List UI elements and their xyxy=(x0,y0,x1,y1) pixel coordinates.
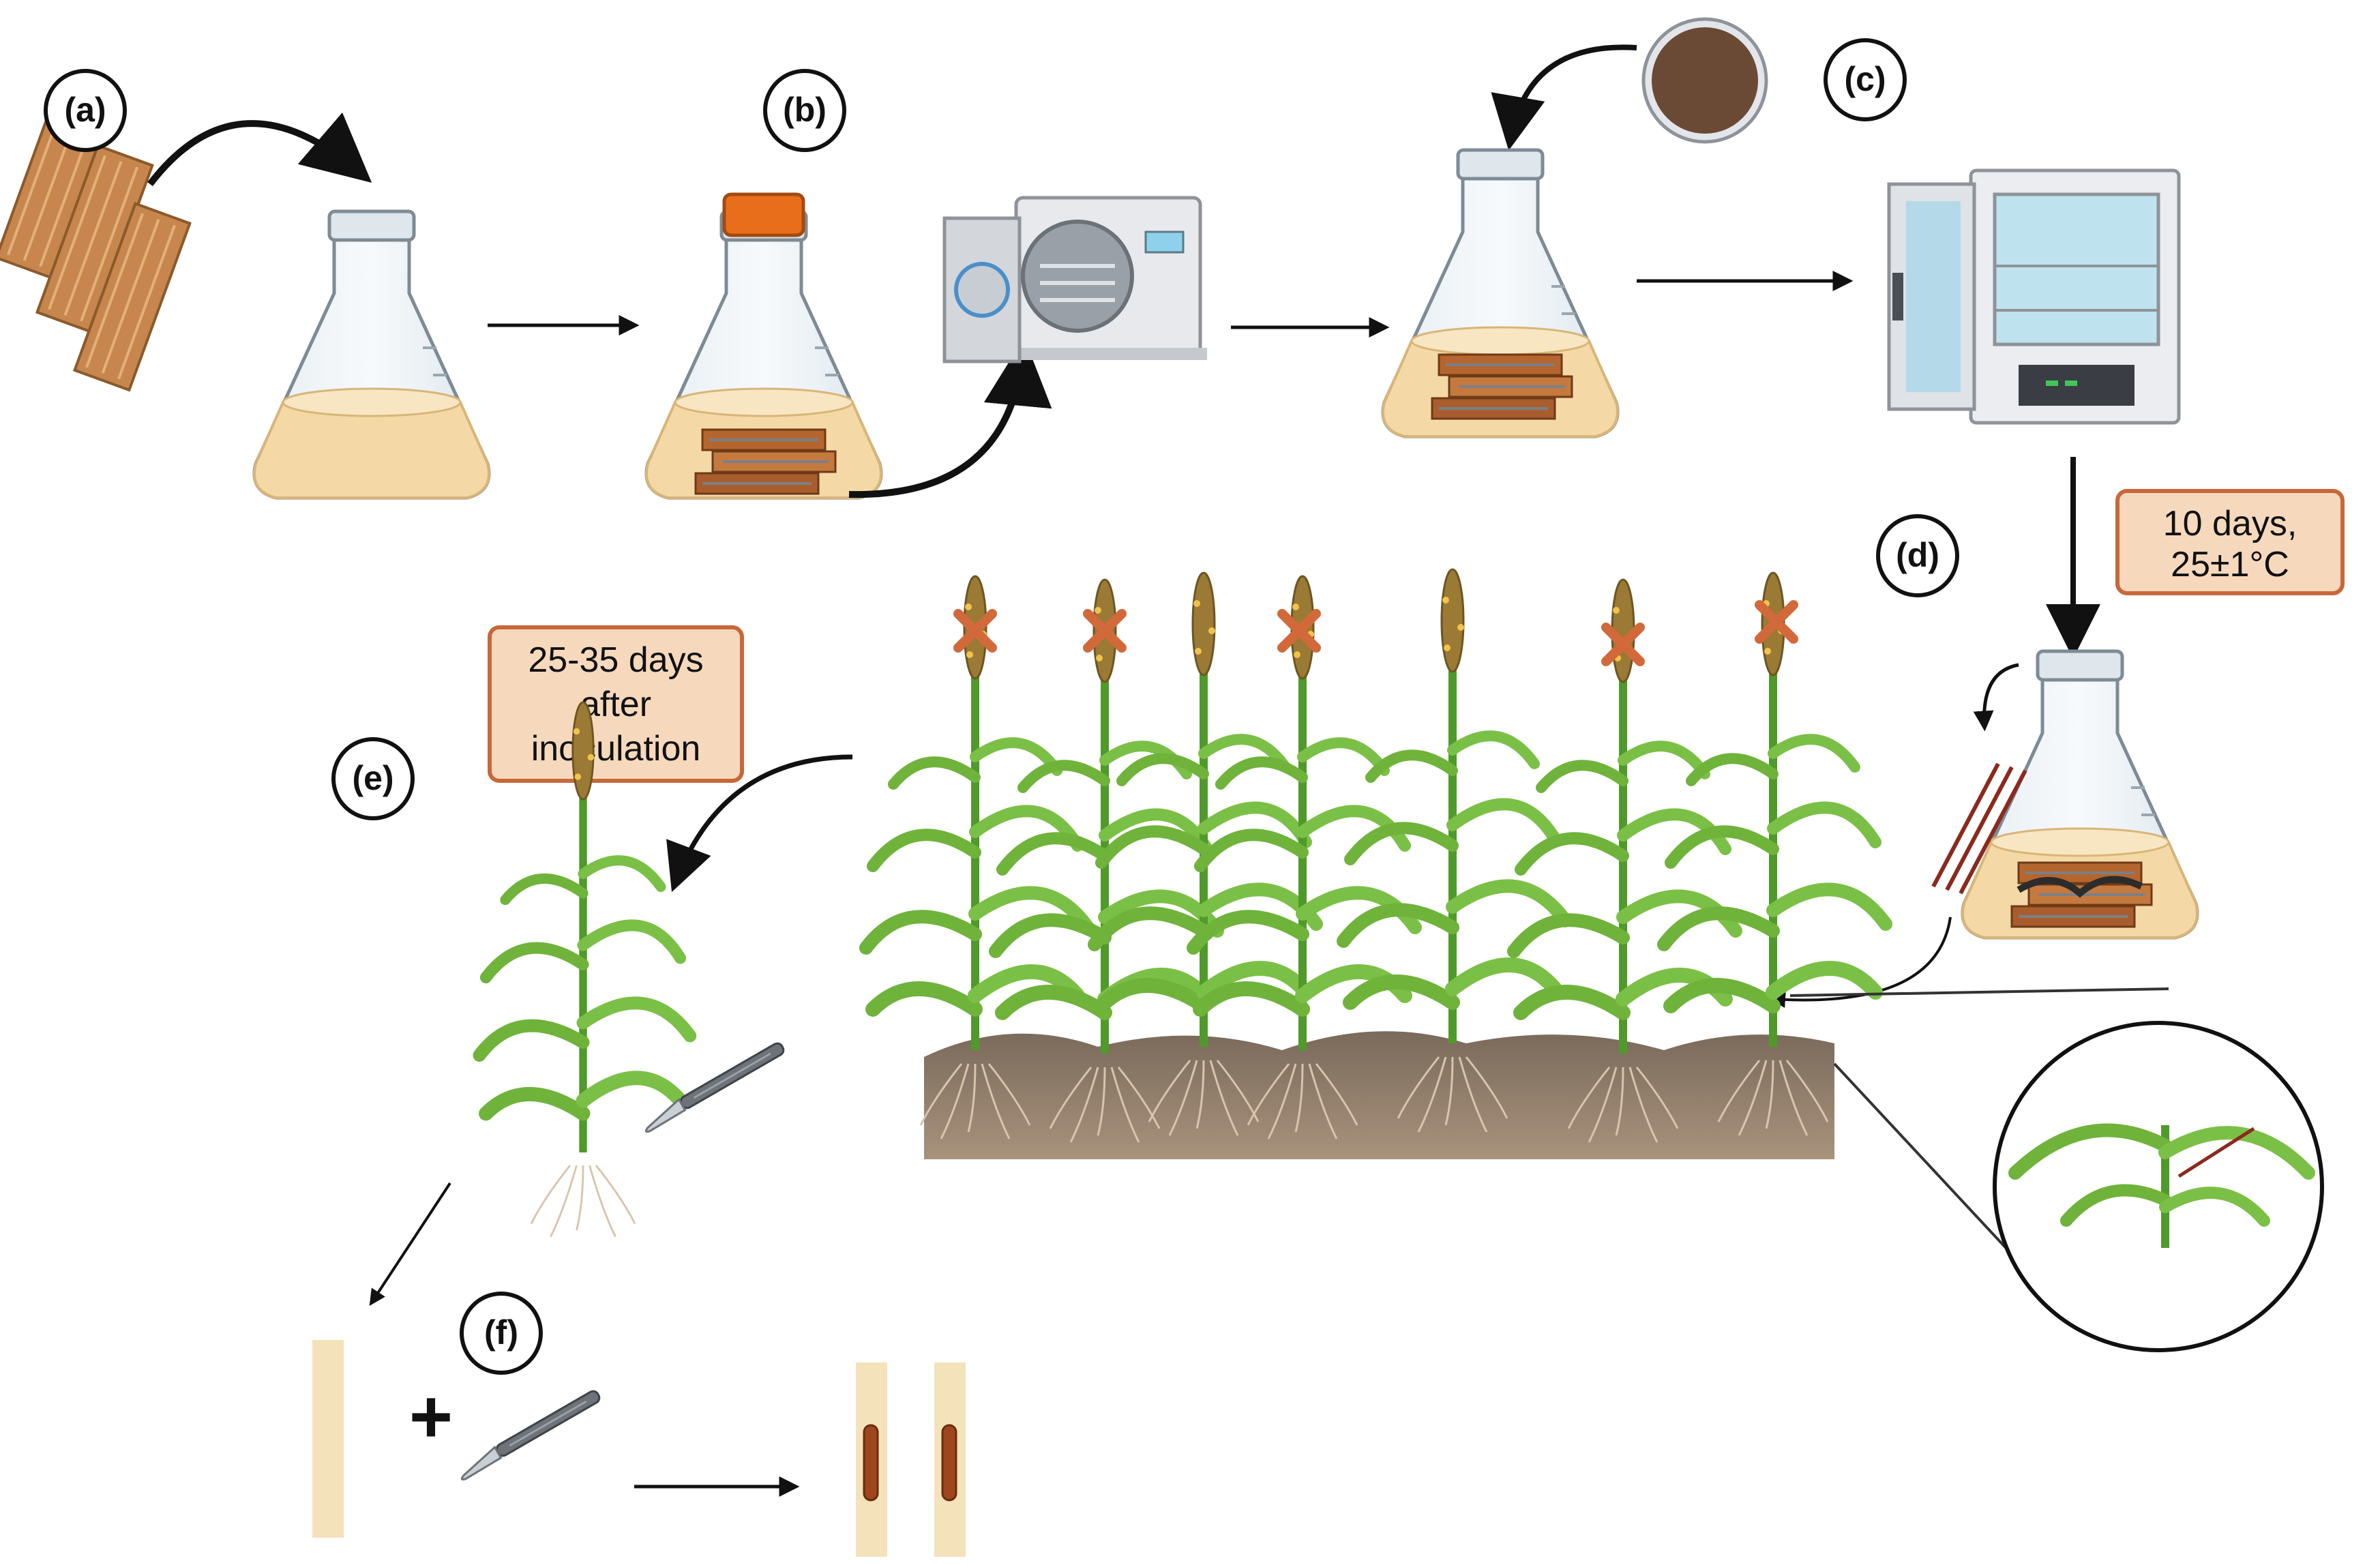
arrow-to-autoclave xyxy=(848,338,1052,498)
scalpel-icon-f xyxy=(455,1388,603,1482)
svg-text:(e): (e) xyxy=(352,759,393,797)
stalk-section-icon xyxy=(312,1340,344,1538)
zoom-line-top xyxy=(1789,987,2169,997)
arrow-toothpick-out xyxy=(1973,663,2019,732)
split-stalk-icon xyxy=(856,1362,966,1557)
svg-text:(b): (b) xyxy=(783,91,827,129)
petri-dish-icon xyxy=(1641,17,1768,144)
svg-text:25±1°C: 25±1°C xyxy=(2171,545,2289,584)
svg-text:(d): (d) xyxy=(1896,536,1939,574)
arrow-field-to-plant xyxy=(666,754,853,893)
sorghum-field xyxy=(866,569,1886,1159)
step-label-c: (c) xyxy=(1824,38,1907,121)
svg-text:25-35 days: 25-35 days xyxy=(528,640,703,680)
flask-colonized-icon xyxy=(1963,651,2197,938)
step-label-f: (f) xyxy=(460,1292,543,1375)
svg-text:inoculation: inoculation xyxy=(531,729,701,769)
step-label-d: (d) xyxy=(1876,514,1959,597)
incubator-icon xyxy=(1887,168,2181,425)
svg-text:10 days,: 10 days, xyxy=(2163,504,2297,543)
harvest-note: 25-35 days after inoculation xyxy=(488,625,744,783)
arrow-a-to-flask xyxy=(147,112,372,187)
magnifier-inset-icon xyxy=(1993,1021,2324,1352)
plus-sign: + xyxy=(409,1375,453,1459)
arrow-toothpick-to-field xyxy=(1769,916,1952,1009)
zoom-line-bottom xyxy=(1833,1062,2020,1263)
toothpick-bundle-icon xyxy=(0,89,192,392)
step-label-a: (a) xyxy=(44,69,127,152)
inoculated-toothpicks-icon xyxy=(1931,762,2027,895)
svg-text:(c): (c) xyxy=(1844,60,1886,98)
flask-capped-icon xyxy=(646,192,881,498)
flask-inoculated-icon xyxy=(1383,150,1618,436)
excluded-plant-marks xyxy=(958,605,1794,661)
step-label-b: (b) xyxy=(763,69,846,152)
svg-text:(f): (f) xyxy=(484,1313,518,1352)
svg-text:(a): (a) xyxy=(64,91,106,129)
step-label-e: (e) xyxy=(331,737,415,820)
flask-medium-icon xyxy=(254,211,489,498)
arrow-plant-to-stalk xyxy=(369,1182,451,1307)
incubation-note: 10 days, 25±1°C xyxy=(2115,489,2345,595)
arrow-petri-to-flask xyxy=(1491,44,1637,151)
svg-text:after: after xyxy=(580,685,651,724)
autoclave-icon xyxy=(942,196,1207,363)
